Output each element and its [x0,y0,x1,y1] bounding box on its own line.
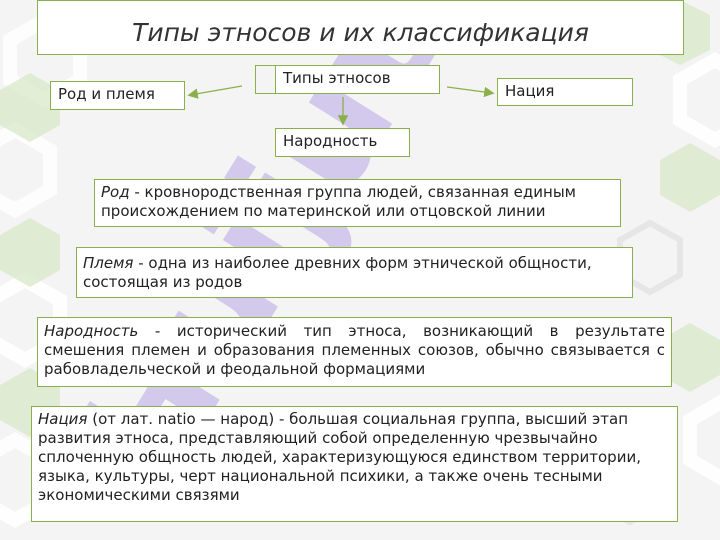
definition-term: Род [101,183,130,201]
title-box: Типы этносов и их классификация [37,0,684,55]
node-ethnos-types: Типы этносов [275,65,440,94]
node-clan-tribe: Род и племя [50,81,185,110]
definition-nation: Нация (от лат. natio — народ) - большая … [31,406,678,522]
definition-text: - кровнородственная группа людей, связан… [101,183,576,220]
definition-term: Племя [83,254,134,272]
definition-text: (от лат. natio — народ) - большая социал… [38,410,641,504]
definition-nationality: Народность - исторический тип этноса, во… [37,317,672,387]
node-nation: Нация [497,78,633,106]
node-nationality: Народность [275,128,410,157]
definition-text: - исторический тип этноса, возникающий в… [44,322,665,378]
definition-term: Народность [44,322,139,340]
page-title: Типы этносов и их классификация [132,18,589,47]
definition-text: - одна из наиболее древних форм этническ… [83,254,592,291]
center-node-bracket [255,65,275,94]
definition-tribe: Племя - одна из наиболее древних форм эт… [76,247,633,298]
definition-term: Нация [38,410,88,428]
definition-clan: Род - кровнородственная группа людей, св… [94,179,621,227]
